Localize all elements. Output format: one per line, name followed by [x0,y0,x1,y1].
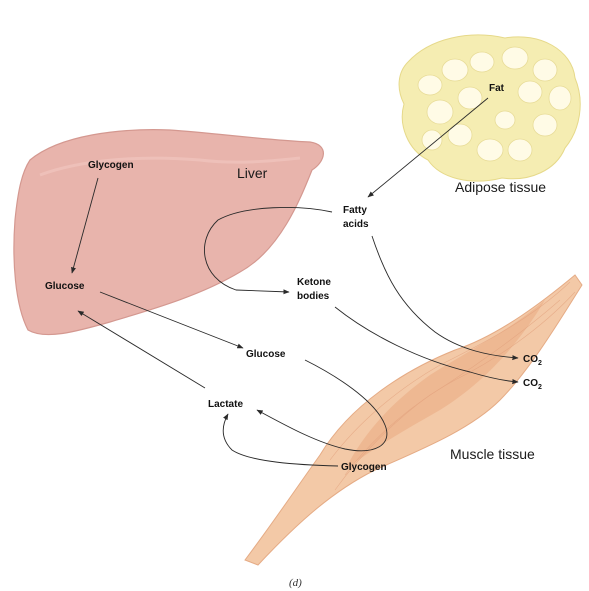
ketone-bodies-label-line2: bodies [297,291,330,302]
muscle-tissue-label: Muscle tissue [450,446,535,462]
liver-glucose-label: Glucose [45,281,85,292]
liver-illustration [14,130,323,335]
fatty-acids-label-line2: acids [343,219,369,230]
adipose-tissue-label: Adipose tissue [455,179,546,195]
fat-label: Fat [489,83,505,94]
figure-caption: (d) [289,577,302,589]
lactate-label: Lactate [208,399,243,410]
arrow-lactate-to-glucose-liver [78,311,205,388]
muscle-glycogen-label: Glycogen [341,462,387,473]
ketone-bodies-label-line1: Ketone [297,277,331,288]
adipose-tissue-illustration [399,35,580,181]
fatty-acids-label-line1: Fatty [343,205,367,216]
co2-label-lower: CO2 [523,378,542,391]
blood-glucose-label: Glucose [246,349,286,360]
muscle-tissue-illustration [245,275,582,565]
liver-glycogen-label: Glycogen [88,160,134,171]
liver-label: Liver [237,165,268,181]
